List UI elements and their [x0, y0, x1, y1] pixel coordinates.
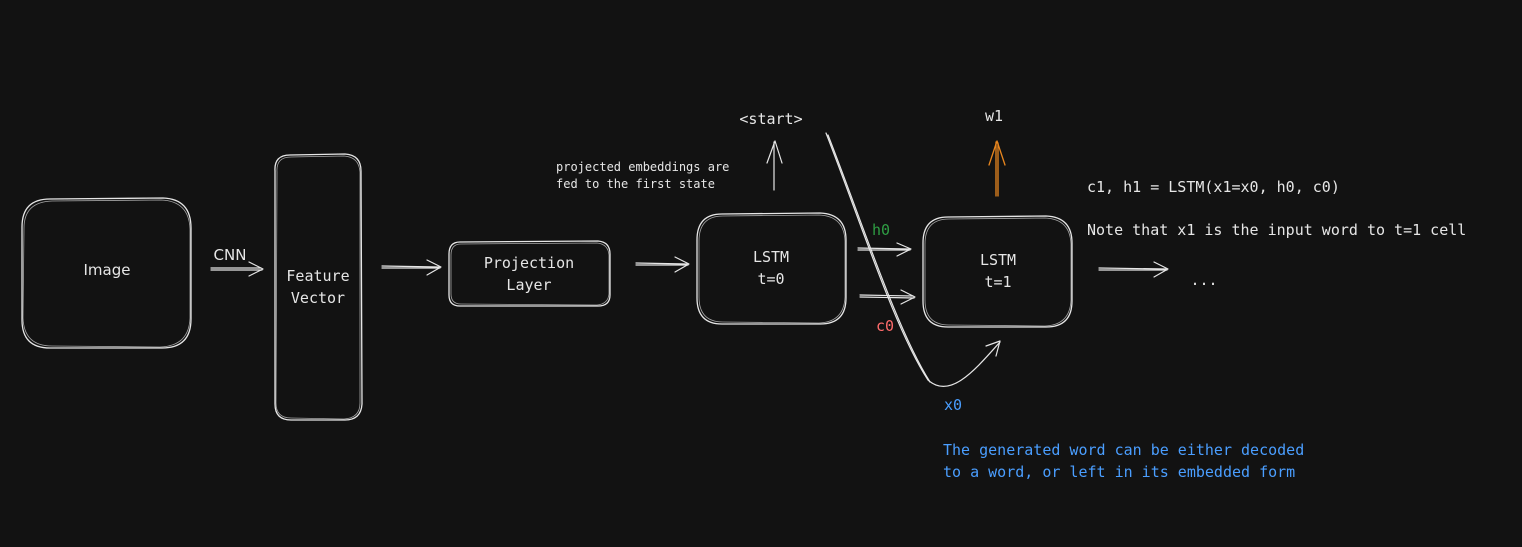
lstm0-label-line2: t=0: [757, 270, 784, 288]
cnn-arrow: CNN: [210, 246, 264, 277]
generated-note-line1: The generated word can be either decoded: [943, 441, 1304, 459]
c0-label: c0: [876, 317, 894, 335]
lstm0-label-line1: LSTM: [753, 248, 789, 266]
lstm-equation: c1, h1 = LSTM(x1=x0, h0, c0): [1087, 178, 1340, 196]
projection-to-lstm0-arrow: [635, 256, 690, 273]
generated-note-line2: to a word, or left in its embedded form: [943, 463, 1295, 481]
projection-label-line2: Layer: [506, 276, 551, 294]
x0-label: x0: [944, 396, 962, 414]
start-token-label: <start>: [739, 110, 802, 128]
lstm0-up-arrow: [766, 140, 783, 191]
lstm1-label-line1: LSTM: [980, 251, 1016, 269]
feature-to-projection-arrow: [381, 259, 442, 276]
c0-arrow: [859, 289, 916, 305]
projection-layer-node: Projection Layer: [448, 240, 611, 307]
lstm1-label-line2: t=1: [984, 273, 1011, 291]
projected-note-line2: fed to the first state: [556, 177, 715, 191]
ellipsis-label: ...: [1190, 271, 1217, 289]
cnn-label: CNN: [214, 246, 247, 264]
lstm-t1-node: LSTM t=1: [922, 215, 1073, 328]
lstm1-to-next-arrow: [1098, 261, 1169, 278]
w1-label: w1: [985, 107, 1003, 125]
start-to-x0-curve: [825, 132, 1001, 387]
w1-output-arrow: [988, 140, 1006, 197]
feature-vector-label-line2: Vector: [291, 289, 345, 307]
feature-vector-node: Feature Vector: [274, 153, 363, 421]
image-label: Image: [84, 261, 131, 279]
projected-note-line1: projected embeddings are: [556, 160, 729, 174]
h0-label: h0: [872, 221, 890, 239]
image-node: Image: [21, 197, 192, 349]
input-note: Note that x1 is the input word to t=1 ce…: [1087, 221, 1466, 239]
lstm-t0-node: LSTM t=0: [696, 212, 847, 325]
projection-label-line1: Projection: [484, 254, 574, 272]
feature-vector-label-line1: Feature: [286, 267, 349, 285]
h0-arrow: [857, 242, 912, 257]
